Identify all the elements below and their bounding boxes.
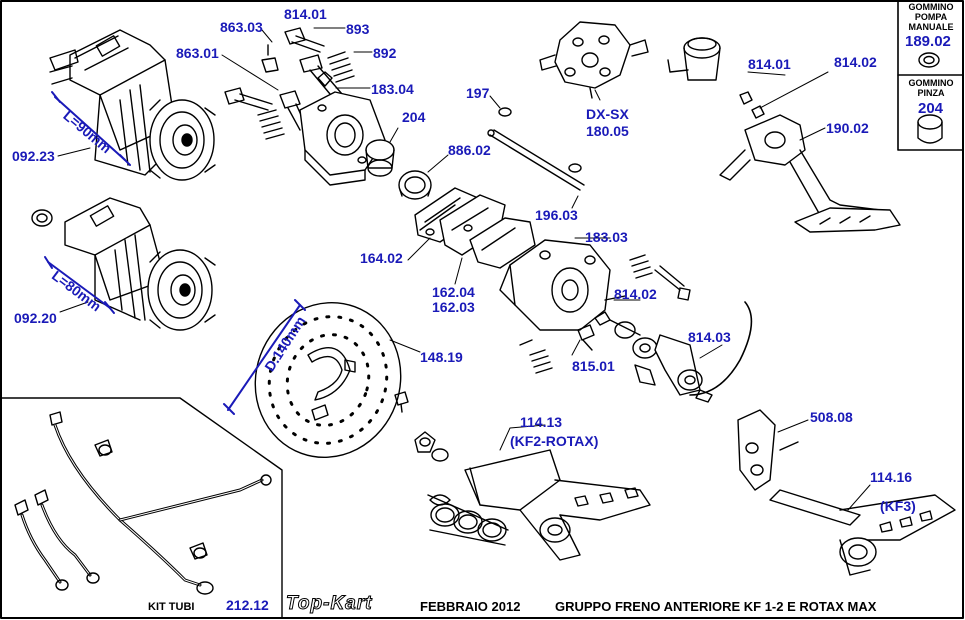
callout-148-19: 148.19 [420, 349, 463, 365]
brake-pads-drawing [414, 187, 536, 269]
caliper-pin-drawing [487, 107, 585, 191]
callout-162-03: 162.03 [432, 299, 475, 315]
callout-114-16-sub: (KF3) [880, 498, 916, 514]
brake-pedal-drawing [667, 37, 901, 233]
callout-114-16: 114.16 [870, 469, 913, 485]
pedal-spindle-kf3-drawing [737, 409, 956, 576]
callout-183-04: 183.04 [371, 81, 414, 97]
callout-815-01: 815.01 [572, 358, 615, 374]
caliper-springs-drawing [519, 254, 691, 374]
callout-162-04: 162.04 [432, 284, 475, 300]
callout-863-01: 863.01 [176, 45, 219, 61]
brand-logo: Top-Kart [285, 593, 373, 614]
callout-114-13: 114.13 [520, 414, 563, 430]
callout-dx-sx: DX-SX [586, 106, 629, 122]
callout-892: 892 [373, 45, 397, 61]
callout-212-12: 212.12 [226, 597, 269, 613]
callout-183-03: 183.03 [585, 229, 628, 245]
caliper-body-drawing [499, 239, 611, 331]
brake-line-drawing [634, 301, 753, 403]
footer-date: FEBBRAIO 2012 [420, 599, 521, 614]
caliper-bracket-drawing [299, 91, 386, 186]
callout-893: 893 [346, 21, 370, 37]
callout-204: 204 [402, 109, 426, 125]
callout-814-02-right: 814.02 [834, 54, 877, 70]
callout-190-02: 190.02 [826, 120, 869, 136]
hub-short-drawing [31, 197, 216, 331]
caliper-grommet-icon [917, 114, 943, 144]
disc-bolt-drawing [394, 391, 409, 413]
callout-863-03: 863.03 [220, 19, 263, 35]
pump-grommet-title: GOMMINO POMPA MANUALE [908, 2, 954, 32]
callout-196-03: 196.03 [535, 207, 578, 223]
caliper-grommet-title: GOMMINO PINZA [908, 78, 954, 98]
callout-814-03: 814.03 [688, 329, 731, 345]
caliper-grommet-code: 204 [918, 100, 944, 117]
pump-grommet-icon [918, 52, 940, 68]
callout-508-08: 508.08 [810, 409, 853, 425]
callout-814-02-mid: 814.02 [614, 286, 657, 302]
callout-092-20: 092.20 [14, 310, 57, 326]
hose-kit-title: KIT TUBI [148, 601, 195, 613]
callout-180-05: 180.05 [586, 123, 629, 139]
callout-092-23: 092.23 [12, 148, 55, 164]
pedal-spindle-kf2-drawing [414, 431, 651, 561]
callout-197: 197 [466, 85, 490, 101]
hub-long-drawing [49, 29, 216, 181]
hose-kit-drawing [14, 411, 272, 595]
callout-814-01-right: 814.01 [748, 56, 791, 72]
callout-814-01-top: 814.01 [284, 6, 327, 22]
master-cylinder-drawing [539, 21, 649, 99]
callout-114-13-sub: (KF2-ROTAX) [510, 433, 599, 449]
seal-ring-drawing [398, 170, 432, 200]
callout-886-02: 886.02 [448, 142, 491, 158]
piston-drawing [365, 139, 395, 177]
footer-title: GRUPPO FRENO ANTERIORE KF 1-2 E ROTAX MA… [555, 599, 877, 614]
pump-grommet-code: 189.02 [905, 33, 951, 50]
callout-164-02: 164.02 [360, 250, 403, 266]
brake-disc-drawing [254, 301, 402, 459]
